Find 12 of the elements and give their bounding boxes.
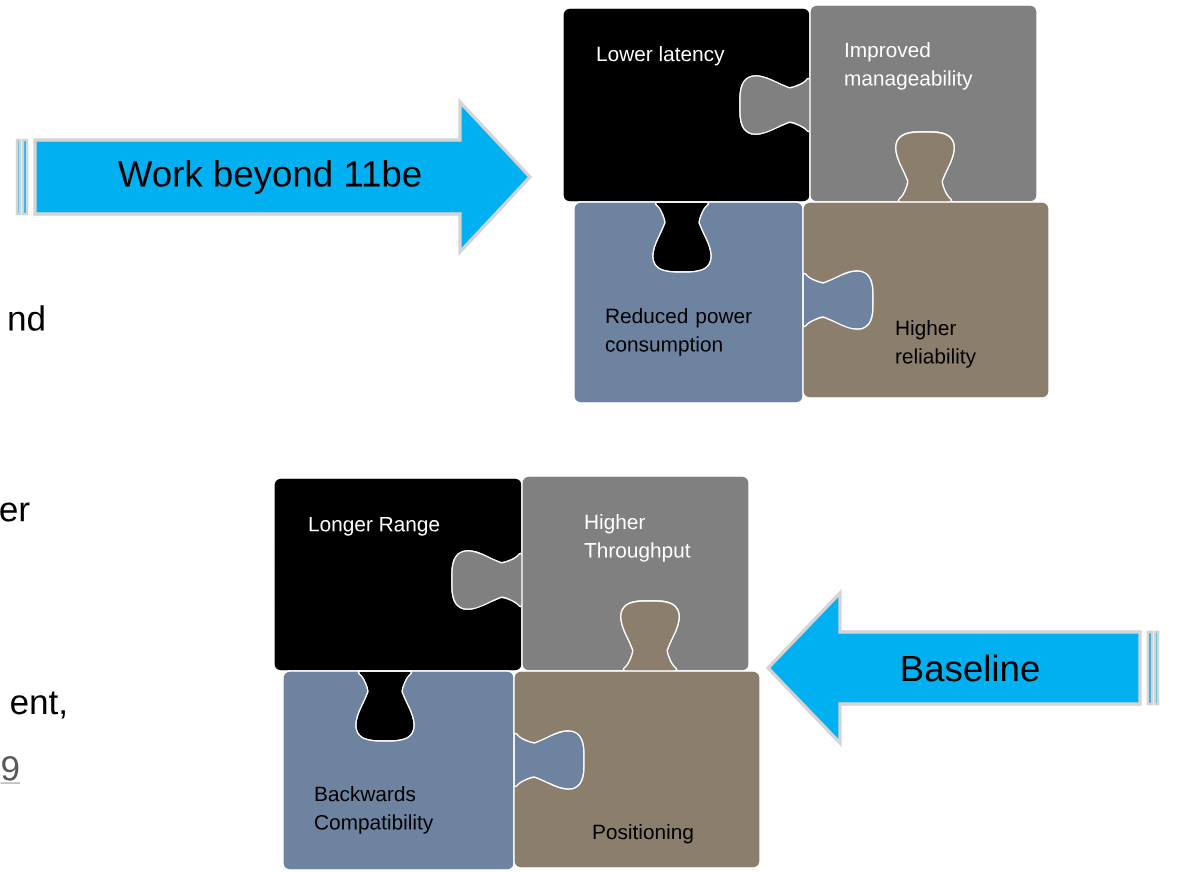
text-fragment: ent, [11,691,65,719]
puzzle-piece: Positioning [513,600,761,869]
puzzle-piece: Reduced power consumption [573,201,874,404]
puzzle-piece: Lower latency [562,7,811,273]
puzzle-piece: Longer Range [273,477,523,742]
link-text: 9 [0,755,21,784]
puzzle-piece: Improved manageability [739,4,1038,203]
puzzle-piece: Backwards Compatibility [282,670,585,871]
text-fragment: nd [9,305,44,331]
puzzle-piece: Higher Throughput [451,475,750,672]
text-fragment: er [0,502,30,522]
puzzle-piece: Higher reliability [802,131,1050,399]
